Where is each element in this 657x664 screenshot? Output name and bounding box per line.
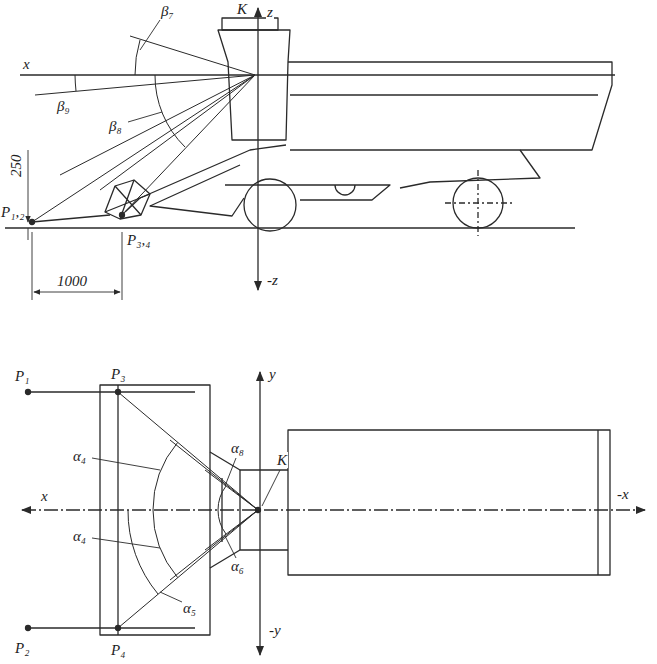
drawing-label: P₃ [110,366,126,382]
wheel-center [445,170,512,236]
header [100,385,210,635]
leader-line [140,20,160,50]
drawing-label: β₇ [160,3,175,19]
body-line [597,430,598,575]
divider [28,627,100,628]
drawing-label: z [266,4,274,20]
body-line [290,94,598,95]
chassis [400,150,540,188]
angle-arc [128,510,158,594]
drawing-label: P₁,₂ [0,204,25,220]
drawing-label: α₅ [182,600,197,616]
drawing-label: K [236,1,248,17]
drawing-label: β₈ [108,118,123,134]
sight-rays [32,36,255,222]
front-wheel [244,179,296,231]
body [288,430,610,575]
header-detail [105,180,150,219]
drawing-label: x [22,56,31,72]
leader-line [128,112,162,122]
drawing-label: -z [266,272,279,288]
angle-arc [135,40,140,75]
extension-line [32,232,122,300]
drawing-label: -y [268,622,282,638]
dimension-line [28,205,29,222]
header-line [117,385,118,635]
drawing-label: x [40,488,49,504]
y-axis [259,372,260,655]
ground-line [5,227,575,228]
header [105,180,150,219]
body [288,62,612,150]
dimension-line [34,292,120,293]
header-line [100,391,195,392]
feeder [210,452,288,568]
dimension-line [28,150,29,240]
angle-arc [75,75,76,91]
drawing-label: y [268,366,277,382]
angle-arc [153,510,178,578]
angle-arc [218,510,226,534]
leader-line [92,458,280,602]
drawing-label: P₁ [14,368,30,384]
angle-arc [153,443,178,511]
divider [32,215,110,222]
point [26,626,31,631]
angle-arc [155,75,185,147]
frame-detail [335,185,355,195]
drawing-label: α₈ [230,440,245,456]
frame [225,185,390,200]
point [26,390,31,395]
angle-arc [218,486,226,510]
drawing-label: α₆ [230,558,245,574]
drawing-label: α₄ [72,448,87,464]
drawing-label: P₂ [14,640,30,656]
divider [28,391,100,392]
feeder-lower [150,165,244,216]
drawing-label: P₃,₄ [126,232,151,248]
sight-rays [118,392,258,628]
drawing-label: 1000 [56,273,88,289]
drawing-label: α₄ [72,528,87,544]
drawing-label: β₉ [56,98,71,114]
drawing-label: P₄ [110,642,126,658]
x-axis [20,74,615,75]
side-view [5,8,615,300]
cab [218,30,290,140]
drawing-label: -x [616,486,630,502]
drawing-label: 250 [8,154,24,179]
header-line [100,627,195,628]
feeder [125,145,286,212]
drawing-label: K [276,452,288,468]
top-view [22,372,645,655]
x-axis [22,509,645,510]
